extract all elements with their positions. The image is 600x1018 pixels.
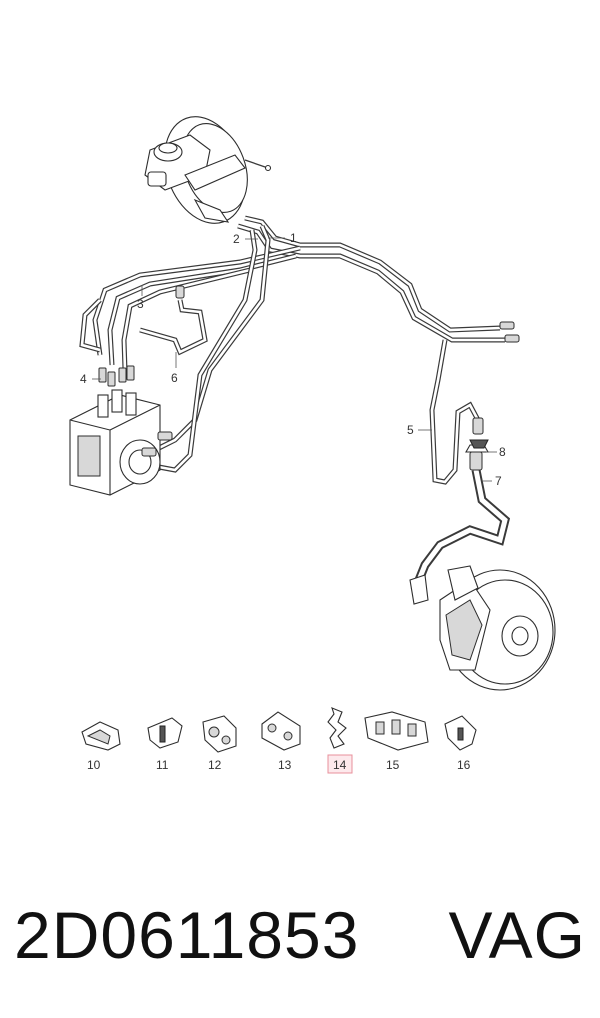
callout-3: 3 bbox=[137, 297, 144, 311]
clip-16 bbox=[444, 715, 477, 751]
callout-4: 4 bbox=[80, 372, 87, 386]
callout-6: 6 bbox=[171, 371, 178, 385]
callout-13: 13 bbox=[278, 758, 292, 772]
footer: 2D0611853 VAG bbox=[14, 890, 586, 980]
brand-name: VAG bbox=[448, 898, 586, 972]
brake-booster-assembly bbox=[144, 116, 272, 224]
callout-11: 11 bbox=[156, 758, 169, 772]
callout-5: 5 bbox=[407, 423, 414, 437]
bracket-8 bbox=[469, 439, 489, 449]
callout-7: 7 bbox=[495, 474, 502, 488]
callout-8: 8 bbox=[499, 445, 506, 459]
callouts: 1 2 3 4 5 6 7 8 bbox=[80, 231, 506, 488]
callout-14: 14 bbox=[333, 758, 347, 772]
abs-unit bbox=[69, 389, 173, 496]
callout-15: 15 bbox=[386, 758, 400, 772]
callout-10: 10 bbox=[87, 758, 101, 772]
callout-1: 1 bbox=[290, 231, 297, 245]
fittings-4 bbox=[98, 365, 135, 387]
clip-11 bbox=[147, 717, 183, 749]
clip-14 bbox=[327, 707, 347, 749]
callout-14-highlight bbox=[327, 754, 353, 774]
wheel-hub-caliper bbox=[409, 565, 556, 691]
clip-15 bbox=[364, 711, 429, 751]
clip-12 bbox=[202, 715, 237, 753]
clip-parts-row: 10 11 12 13 14 bbox=[81, 707, 477, 774]
callout-12: 12 bbox=[208, 758, 222, 772]
brake-lines bbox=[79, 215, 520, 592]
callout-16: 16 bbox=[457, 758, 471, 772]
clip-10 bbox=[81, 721, 121, 751]
part-number: 2D0611853 bbox=[14, 898, 360, 972]
callout-2: 2 bbox=[233, 232, 240, 246]
clip-13 bbox=[261, 711, 301, 751]
